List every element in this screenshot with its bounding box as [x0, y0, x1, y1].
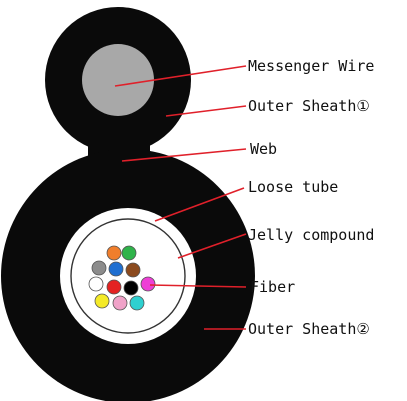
leader-messenger-wire — [114, 65, 247, 87]
label-fiber: Fiber — [250, 278, 295, 296]
label-messenger-wire: Messenger Wire — [248, 57, 374, 75]
leader-jelly-compound — [177, 233, 247, 259]
fiber-bundle — [88, 245, 156, 311]
fiber-8 — [123, 280, 139, 296]
fiber-5 — [125, 262, 141, 278]
fiber-10 — [94, 293, 110, 309]
label-web: Web — [250, 140, 277, 158]
leader-outer-sheath-1 — [165, 105, 247, 117]
fiber-7 — [106, 279, 122, 295]
leader-web — [121, 148, 247, 162]
label-loose-tube: Loose tube — [248, 178, 338, 196]
fiber-4 — [108, 261, 124, 277]
leader-loose-tube — [154, 187, 245, 222]
messenger-wire — [82, 44, 154, 116]
leader-lines — [114, 65, 247, 330]
jelly-compound — [73, 221, 183, 331]
fiber-9 — [140, 276, 156, 292]
fiber-11 — [112, 295, 128, 311]
fiber-6 — [88, 276, 104, 292]
label-outer-sheath-2: Outer Sheath② — [248, 320, 370, 338]
label-jelly-compound: Jelly compound — [248, 226, 374, 244]
fiber-3 — [91, 260, 107, 276]
loose-tube-wall — [70, 218, 186, 334]
fiber-2 — [121, 245, 137, 261]
label-outer-sheath-1: Outer Sheath① — [248, 97, 370, 115]
fiber-12 — [129, 295, 145, 311]
leader-fiber — [149, 284, 247, 288]
fiber-1 — [106, 245, 122, 261]
